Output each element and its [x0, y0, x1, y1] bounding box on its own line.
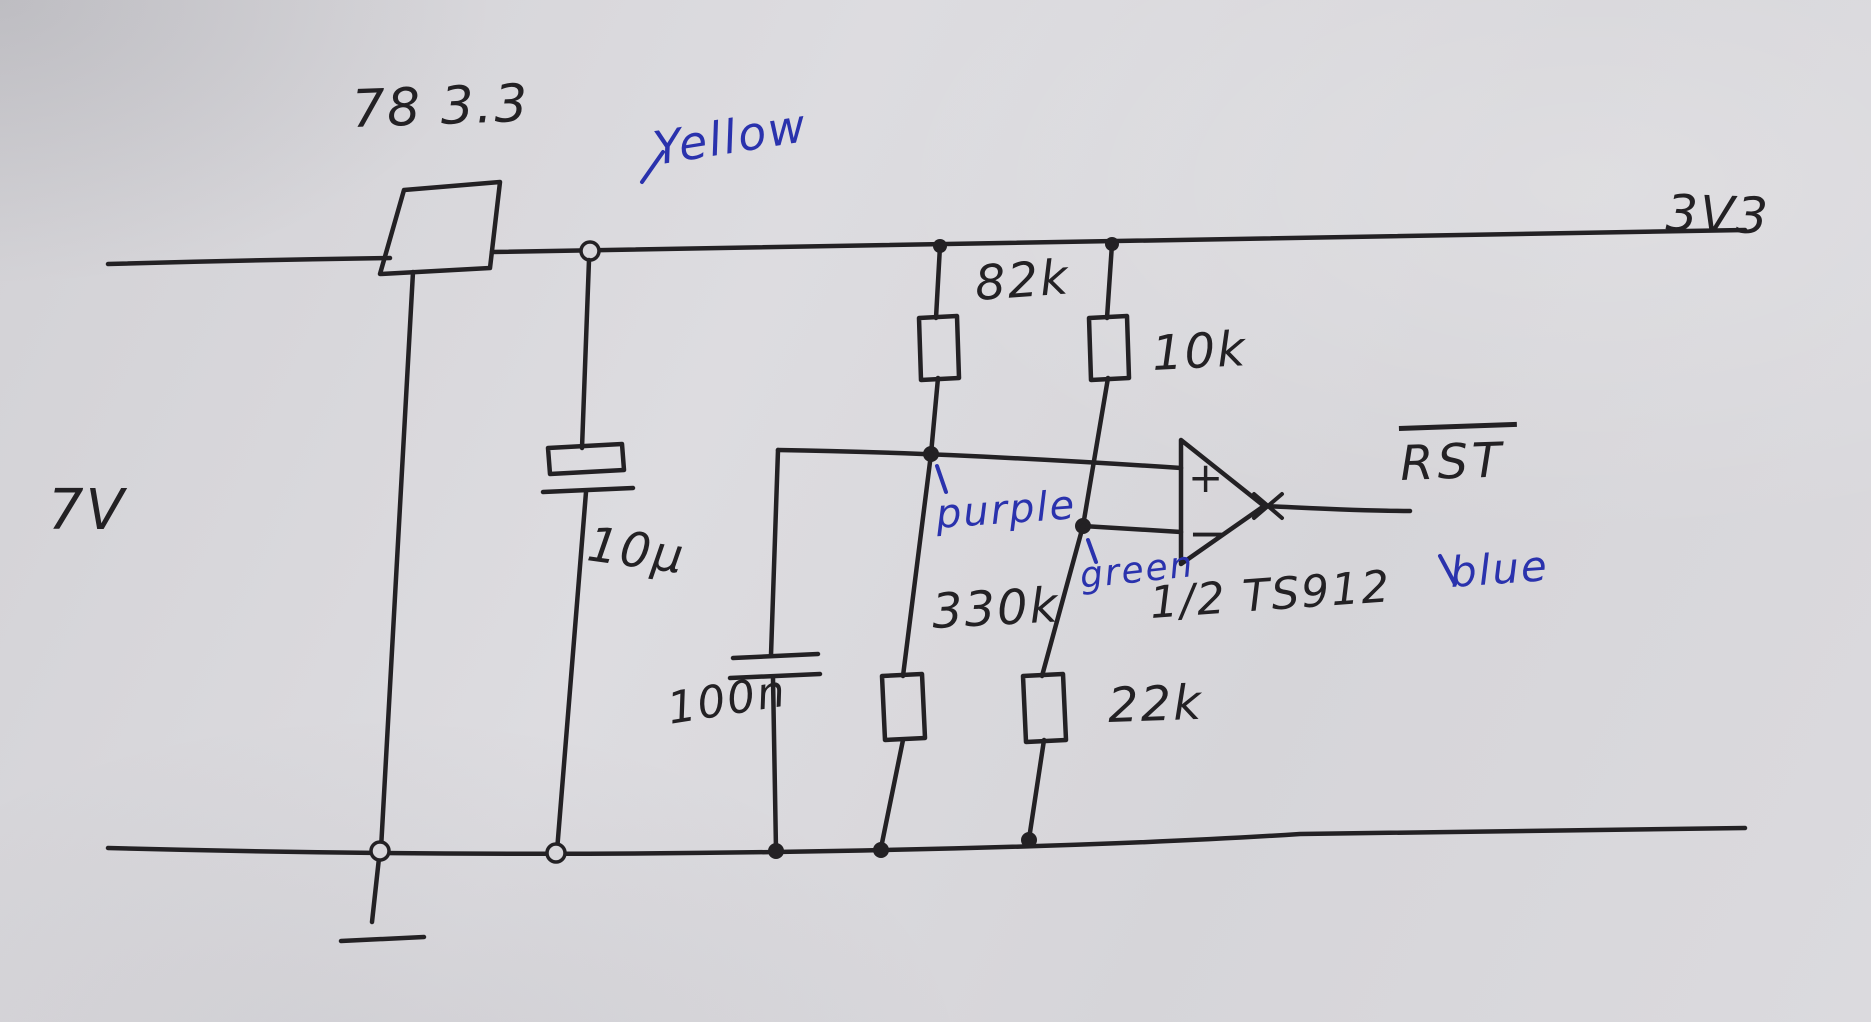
wire-rst-output: [1261, 503, 1413, 514]
wire-3v3-rail: [489, 227, 1748, 255]
opamp-minus-sign: −: [1188, 506, 1227, 560]
cap-10u-plate-top: [545, 441, 627, 477]
wire-plus-input: [775, 447, 1184, 471]
resistor-330k-label: 330k: [930, 577, 1061, 640]
regulator-label: 78 3.3: [350, 73, 531, 140]
blue-wire-label: blue: [1448, 541, 1551, 597]
wire-r10k-bottom: [1080, 375, 1111, 529]
opamp-plus-sign: +: [1188, 453, 1223, 502]
ground-symbol: [338, 934, 427, 944]
purple-wire-label: purple: [934, 482, 1078, 538]
wire-r22k-top: [1039, 523, 1086, 679]
blue-leader-tick: [1438, 554, 1457, 586]
wire-c100n-top: [768, 447, 781, 658]
resistor-10k-body: [1086, 313, 1132, 383]
regulator-ground-leg: [378, 269, 416, 852]
wire-c10u-top: [579, 257, 592, 451]
node-regulator-ground: [369, 840, 391, 862]
resistor-82k-body: [916, 313, 962, 383]
node-r330k-ground: [873, 842, 889, 858]
resistor-330k-body: [879, 671, 928, 743]
node-c100n-ground: [768, 843, 784, 859]
wire-r82k-top: [933, 243, 943, 321]
rst-output-label: RST: [1398, 421, 1520, 492]
node-r22k-ground: [1021, 832, 1037, 848]
cap-100n-plate-bottom: [727, 671, 823, 681]
resistor-10k-label: 10k: [1150, 321, 1249, 382]
wire-7v-input: [105, 255, 393, 267]
wire-r10k-top: [1104, 241, 1115, 321]
input-7v-label: 7V: [48, 478, 126, 543]
wire-c10u-bottom: [554, 489, 589, 854]
node-yellow: [579, 240, 601, 262]
wire-c100n-bottom: [770, 675, 779, 853]
ground-stub: [369, 855, 382, 925]
wire-r22k-bottom: [1026, 737, 1047, 842]
wire-minus-input: [1080, 523, 1184, 535]
cap-100n-plate-top: [730, 651, 821, 661]
wire-r82k-bottom: [928, 375, 941, 457]
resistor-82k-label: 82k: [973, 249, 1072, 312]
resistor-22k-body: [1020, 671, 1069, 745]
opamp-triangle: [1178, 437, 1267, 567]
green-leader-tick: [1086, 538, 1098, 564]
node-c10u-ground: [545, 842, 567, 864]
yellow-leader-tick: [640, 150, 665, 184]
rail-3v3-label: 3V3: [1664, 184, 1771, 246]
wire-r330k-bottom: [878, 737, 906, 851]
cap-10u-plate-bottom: [540, 485, 636, 495]
regulator-body: [377, 179, 503, 277]
purple-leader-tick: [935, 464, 948, 494]
resistor-22k-label: 22k: [1107, 674, 1204, 734]
wire-ground-rail: [105, 825, 1748, 857]
wire-r330k-top: [900, 451, 934, 679]
